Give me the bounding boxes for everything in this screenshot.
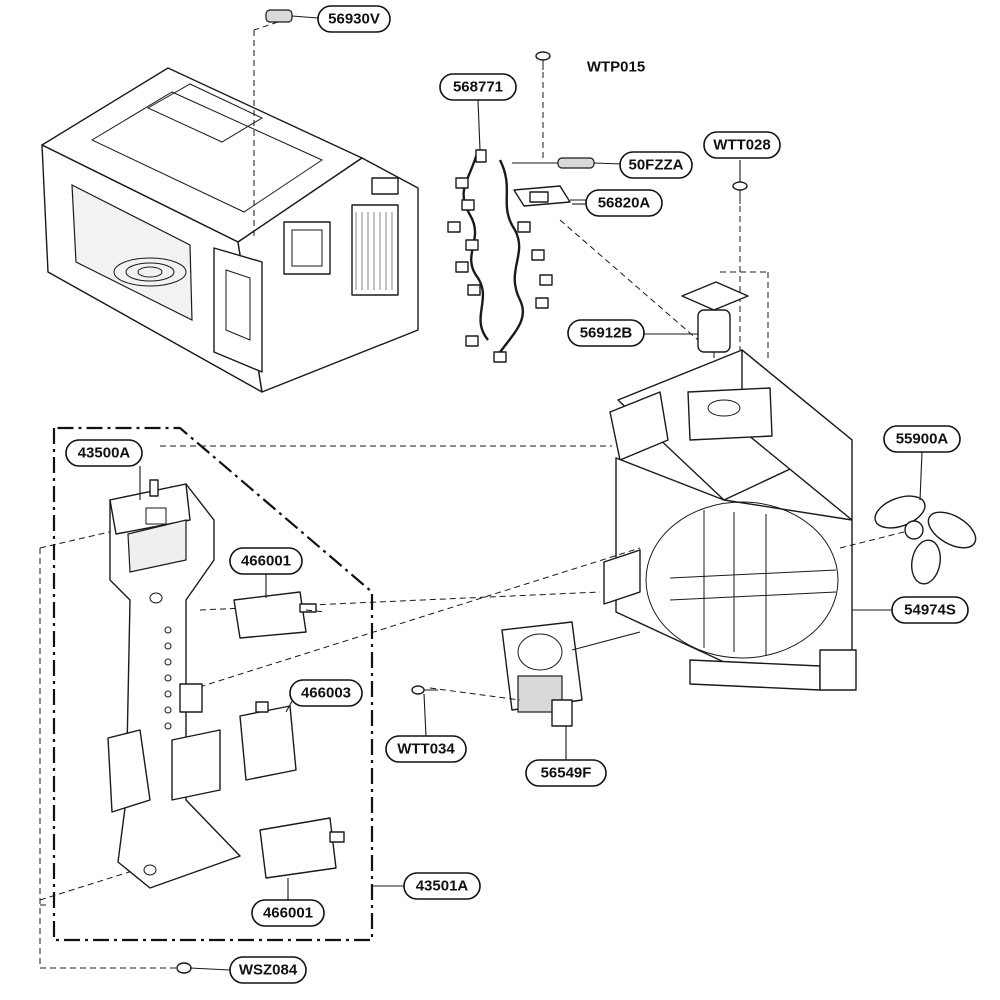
part-label-568771: 568771 (439, 73, 517, 101)
part-label-54974s: 54974S (891, 596, 969, 624)
part-label-466003: 466003 (289, 679, 363, 707)
part-label-56930v: 56930V (317, 5, 391, 33)
fan-duct-assembly (603, 349, 857, 691)
thermal-sensor-part (253, 9, 319, 238)
door-latch-body (107, 479, 241, 889)
part-label-text: 56930V (328, 11, 380, 28)
part-label-wsz084: WSZ084 (229, 956, 307, 984)
micro-switch-bottom (259, 817, 345, 879)
part-label-56549f: 56549F (525, 759, 607, 787)
part-label-text: 56820A (598, 195, 651, 212)
part-label-text: 568771 (453, 79, 503, 96)
part-label-text: 54974S (904, 602, 956, 619)
part-label-wtp015: WTP015 (578, 54, 654, 80)
part-label-56820a: 56820A (585, 189, 663, 217)
part-label-56912b: 56912B (567, 319, 645, 347)
part-label-43501a: 43501A (403, 872, 481, 900)
oven-cavity-assembly (41, 67, 419, 393)
part-label-43500a: 43500A (65, 439, 143, 467)
screw-wsz084 (176, 962, 231, 974)
part-label-wtt034: WTT034 (385, 735, 467, 763)
part-label-text: 43500A (78, 445, 131, 462)
part-label-text: 50FZZA (628, 157, 683, 174)
part-label-wtt028: WTT028 (703, 131, 781, 159)
part-label-50fzza: 50FZZA (619, 151, 693, 179)
part-label-text: WTT028 (713, 137, 771, 154)
part-label-text: WTT034 (397, 741, 455, 758)
part-label-text: 56912B (580, 325, 633, 342)
part-label-text: WSZ084 (239, 962, 298, 979)
fan-blade (839, 495, 977, 585)
part-label-text: 466001 (263, 905, 313, 922)
part-label-text: 56549F (541, 765, 592, 782)
micro-switch-middle (239, 701, 297, 781)
part-label-text: 466001 (241, 553, 291, 570)
part-label-466001-top: 466001 (229, 547, 303, 575)
micro-switch-top (233, 591, 327, 639)
fuse-and-bracket (512, 51, 769, 380)
part-label-55900a: 55900A (883, 425, 961, 453)
screw-wtt034 (411, 685, 438, 695)
wire-harness (447, 149, 553, 363)
part-label-text: 466003 (301, 685, 351, 702)
fan-motor (189, 547, 641, 727)
part-label-text: WTP015 (587, 59, 645, 76)
part-label-466001-bottom: 466001 (251, 899, 325, 927)
part-label-text: 43501A (416, 878, 469, 895)
latch-board-group (39, 426, 612, 969)
part-label-text: 55900A (896, 431, 949, 448)
